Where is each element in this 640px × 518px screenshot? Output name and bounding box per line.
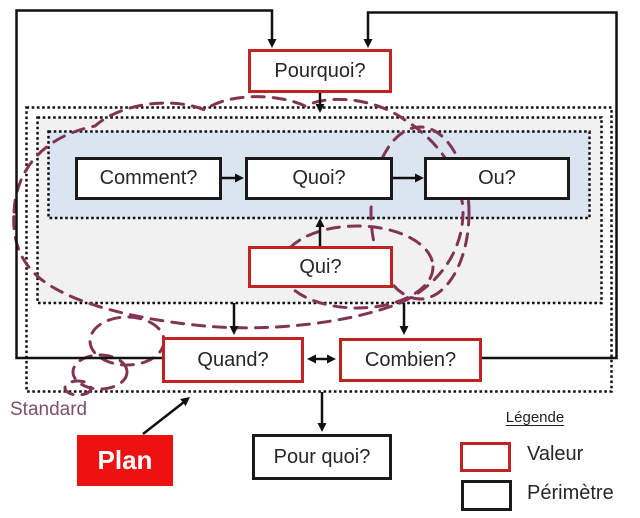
legend-title: Légende (505, 409, 565, 426)
cloud-tail-circle-2 (71, 353, 129, 391)
node-pour-quoi: Pour quoi? (252, 434, 392, 480)
node-qui: Qui? (248, 246, 393, 288)
cloud-right-circle (369, 125, 471, 301)
arrowhead-comment-quoi (235, 173, 244, 183)
node-comment: Comment? (75, 157, 222, 200)
arrowhead-left-top (267, 39, 277, 48)
arrowhead-down-combien (399, 326, 409, 335)
arrowhead-quoi-ou (415, 173, 424, 183)
arrowhead-qui-up (315, 218, 325, 227)
node-quand: Quand? (162, 337, 304, 383)
connector-quand-to-pourquoi (15, 9, 274, 360)
legend-label-valeur: Valeur (527, 443, 584, 465)
arrowheads (180, 39, 424, 432)
legend-swatch-valeur (460, 442, 511, 472)
node-pourquoi: Pourquoi? (248, 49, 392, 93)
connector-plan-callout (142, 401, 185, 435)
arrowhead-plan-callout (180, 397, 190, 407)
connector-combien-to-pourquoi (366, 11, 618, 360)
arrowhead-right-combien (327, 354, 336, 364)
cloud-tail-circle-3 (63, 379, 93, 397)
standard-label: Standard (10, 399, 88, 420)
plan-callout-box: Plan (77, 435, 173, 486)
node-quoi: Quoi? (245, 157, 393, 200)
node-combien: Combien? (339, 338, 482, 382)
node-ou: Ou? (424, 157, 570, 200)
connector-lines (15, 9, 618, 435)
legend-label-perimetre: Périmètre (527, 482, 614, 504)
arrowhead-pourquoi-down (315, 104, 325, 113)
arrowhead-pour-quoi (317, 423, 327, 432)
arrowhead-right-top (363, 39, 373, 48)
legend-swatch-perimetre (461, 480, 512, 511)
arrowhead-down-quand (229, 326, 239, 335)
arrowhead-left-quand (307, 354, 316, 364)
